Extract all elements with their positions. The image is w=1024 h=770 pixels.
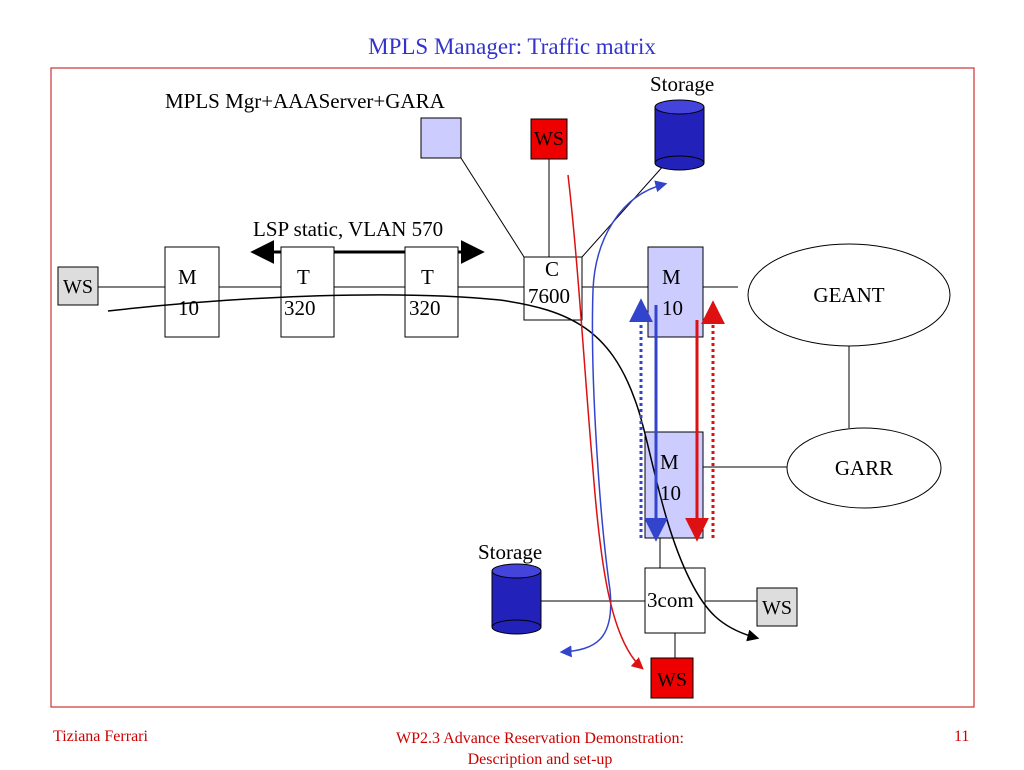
ws-top (530, 118, 568, 160)
diagram-frame (50, 67, 975, 708)
switch-c7600-line1: C (545, 257, 559, 281)
switch-3com-label: 3com (647, 588, 694, 612)
footer-author: Tiziana Ferrari (53, 728, 148, 745)
lsp-label: LSP static, VLAN 570 (253, 217, 443, 241)
router-m10-top-right-line2: 10 (662, 296, 683, 320)
flow-storage-to-storage (559, 180, 668, 658)
network-links (98, 157, 850, 658)
slide-title: MPLS Manager: Traffic matrix (368, 34, 656, 59)
router-t320-left-line2: 320 (284, 296, 316, 320)
router-t320-right (404, 246, 459, 338)
router-t320-left (280, 246, 335, 338)
router-t320-right-line1: T (421, 265, 434, 289)
router-m10-bottom-right-line1: M (660, 450, 679, 474)
mpls-manager-server-box (420, 117, 462, 159)
router-t320-right-line2: 320 (409, 296, 441, 320)
router-m10-left-line2: 10 (178, 296, 199, 320)
ws-left (57, 266, 99, 306)
ws-bottom (650, 657, 694, 699)
router-m10-left-line1: M (178, 265, 197, 289)
ws-top-label: WS (534, 128, 564, 150)
switch-c7600-line2: 7600 (528, 284, 570, 308)
storage-bottom-icon (491, 563, 542, 635)
ws-right-label: WS (762, 597, 792, 619)
router-m10-top-right-line1: M (662, 265, 681, 289)
garr-cloud (786, 427, 942, 509)
storage-bottom-label: Storage (478, 540, 542, 564)
router-m10-bottom-right-line2: 10 (660, 481, 681, 505)
ws-bottom-label: WS (657, 669, 687, 691)
ws-left-label: WS (63, 276, 93, 298)
page-number: 11 (954, 728, 970, 745)
footer-description: WP2.3 Advance Reservation Demonstration:… (330, 728, 750, 770)
router-m10-left (164, 246, 220, 338)
flow-ws-top-to-ws-bottom (567, 174, 644, 670)
storage-top-label: Storage (650, 72, 714, 96)
geant-label: GEANT (813, 283, 884, 307)
footer-description-line2: Description and set-up (467, 751, 613, 768)
geant-cloud (747, 243, 951, 347)
footer-description-line1: WP2.3 Advance Reservation Demonstration: (396, 730, 684, 747)
ws-right (756, 587, 798, 627)
mpls-manager-label: MPLS Mgr+AAAServer+GARA (165, 89, 446, 113)
storage-top-icon (654, 99, 705, 171)
router-t320-left-line1: T (297, 265, 310, 289)
garr-label: GARR (835, 456, 893, 480)
